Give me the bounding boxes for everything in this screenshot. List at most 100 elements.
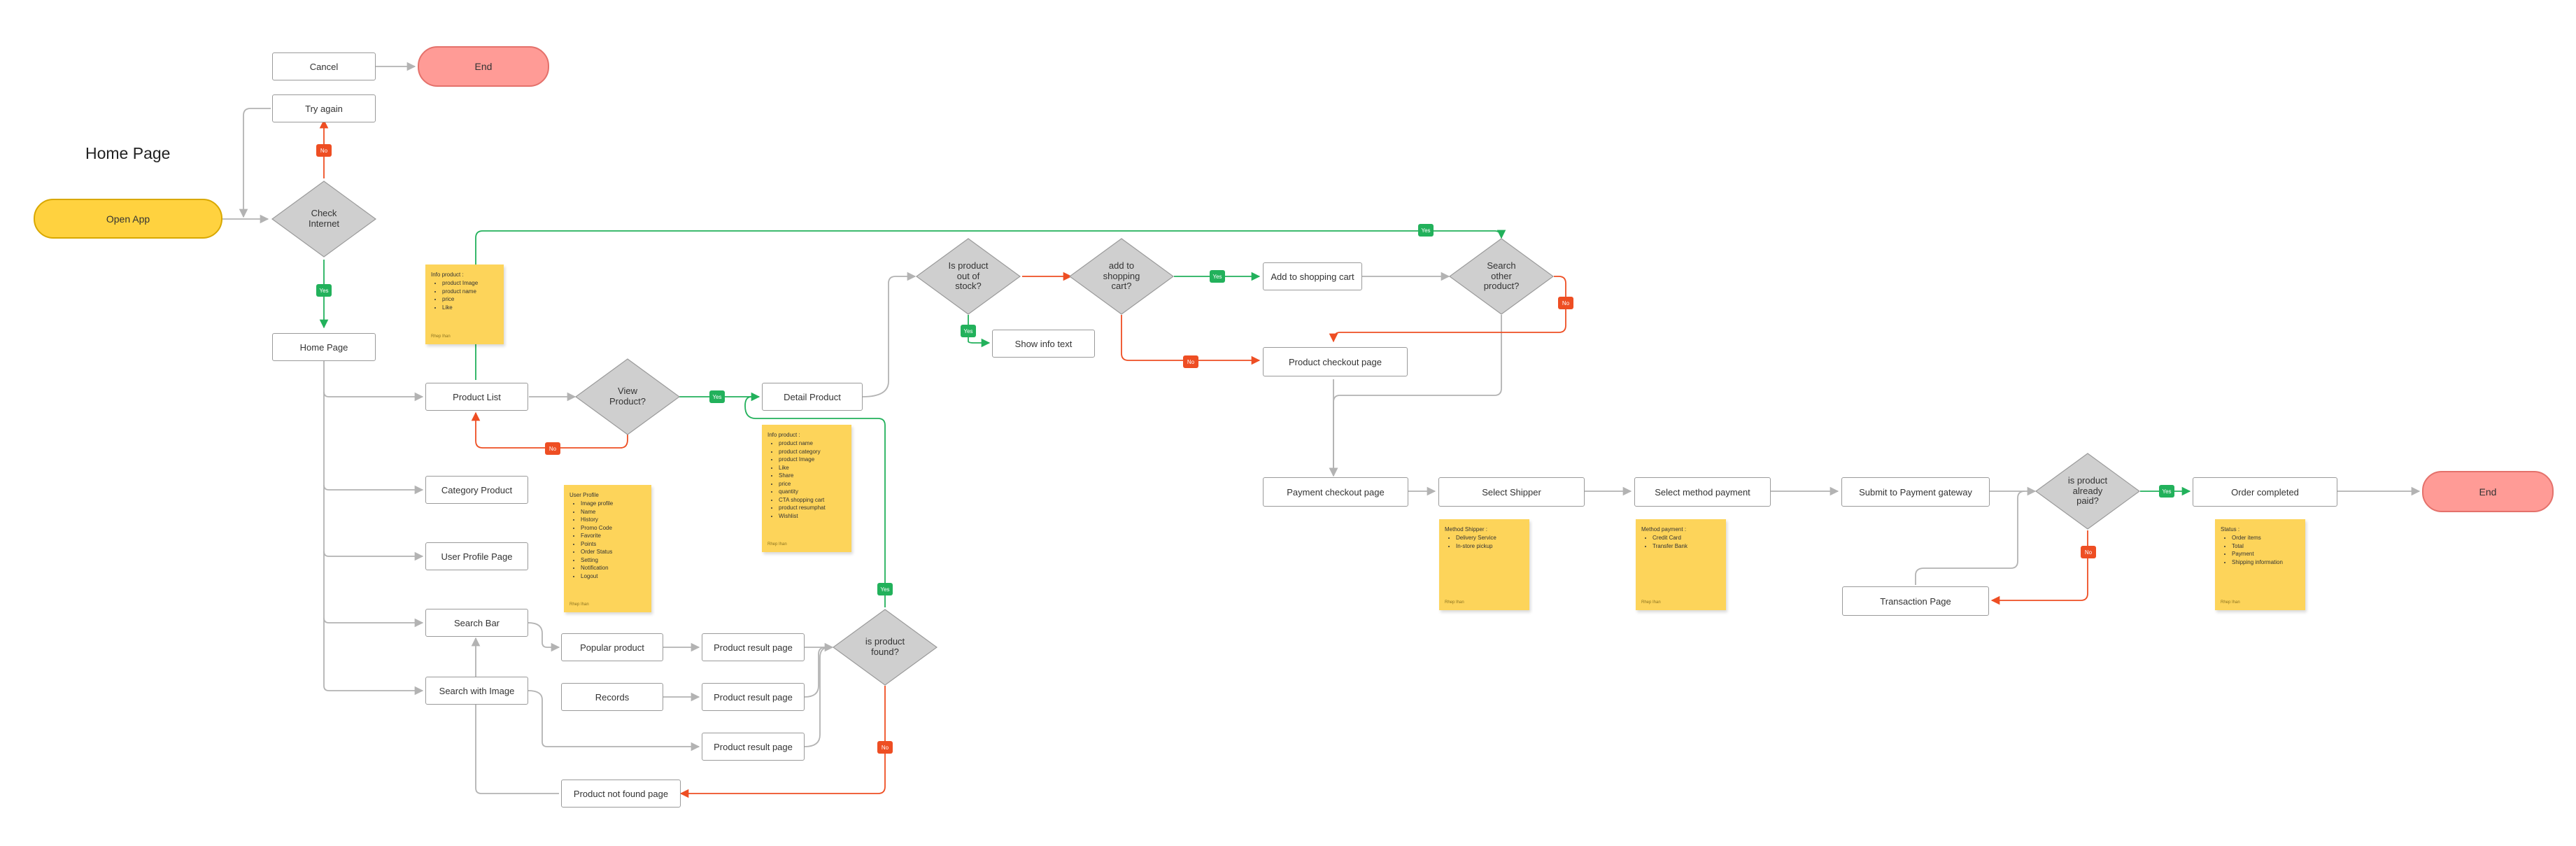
search-with-image-box: Search with Image: [425, 677, 528, 705]
cancel-box: Cancel: [272, 52, 376, 80]
yes-tag-add-to-cart: Yes: [1210, 270, 1225, 283]
sticky-item: Payment: [2232, 550, 2300, 558]
start-node: Open App: [34, 199, 222, 239]
yes-tag-search-other: Yes: [1418, 224, 1434, 237]
order-completed-box: Order completed: [2193, 477, 2337, 507]
sticky-title: Method payment :: [1641, 526, 1687, 533]
arrow-search-other-payment: [1329, 315, 1502, 477]
sticky-item: product Image: [442, 279, 498, 288]
sticky-item: Promo Code: [581, 524, 646, 533]
sticky-note-info-product-detail: Info product : product name product cate…: [762, 425, 851, 552]
decision-line: shopping: [1103, 270, 1140, 281]
sticky-title: Method Shipper :: [1445, 526, 1487, 533]
product-checkout-page-box: Product checkout page: [1263, 347, 1408, 376]
submit-payment-gateway-box: Submit to Payment gateway: [1841, 477, 1990, 507]
sticky-note-info-product: Info product : product Image product nam…: [425, 265, 504, 344]
search-bar-box: Search Bar: [425, 609, 528, 637]
try-again-box: Try again: [272, 94, 376, 122]
arrow-home-search-image: [323, 618, 424, 696]
no-tag-internet: No: [316, 144, 332, 157]
sticky-item: Image profile: [581, 500, 646, 508]
no-tag-product-found: No: [877, 741, 893, 754]
sticky-title: Info product :: [431, 272, 464, 278]
arrow-not-found-search: [471, 637, 559, 794]
sticky-item: price: [442, 295, 498, 304]
page-title: Home Page: [85, 144, 171, 162]
sticky-item: Wishlist: [779, 512, 846, 521]
decision-line: stock?: [955, 281, 982, 292]
arrow-try-again-loop: [239, 108, 271, 218]
sticky-author: Rhep Ihan: [569, 602, 589, 607]
sticky-item: Share: [779, 472, 846, 480]
decision-line: already: [2072, 485, 2103, 496]
decision-line: add to: [1108, 260, 1135, 271]
sticky-item: Logout: [581, 572, 646, 581]
product-result-page-box-1: Product result page: [702, 633, 805, 661]
sticky-note-user-profile: User Profile Image profile Name History …: [564, 485, 651, 612]
arrow-detail-out-of-stock: [862, 272, 917, 397]
decision-line: Is product: [948, 260, 989, 271]
sticky-item: Total: [2232, 542, 2300, 551]
sticky-item: Name: [581, 508, 646, 516]
sticky-author: Rhep Ihan: [1445, 600, 1464, 605]
detail-product-box: Detail Product: [762, 383, 863, 411]
home-page-box: Home Page: [272, 333, 376, 361]
no-tag-search-other: No: [1558, 297, 1573, 309]
sticky-item: History: [581, 516, 646, 524]
arrow-home-user-profile: [323, 485, 424, 561]
arrow-stock-yes: [968, 315, 991, 348]
sticky-item: In-store pickup: [1456, 542, 1524, 551]
sticky-author: Rhep Ihan: [1641, 600, 1661, 605]
arrow-cart-no: [1121, 315, 1261, 365]
sticky-item: product category: [779, 448, 846, 456]
sticky-title: Status :: [2221, 526, 2240, 533]
sticky-item: product name: [442, 288, 498, 296]
sticky-note-status: Status : Order items Total Payment Shipp…: [2215, 519, 2305, 610]
arrow-search-image-result: [528, 690, 700, 752]
arrow-search-popular: [528, 622, 560, 652]
no-tag-already-paid: No: [2081, 546, 2096, 558]
yes-tag-already-paid: Yes: [2159, 485, 2174, 498]
arrow-result-found-3: [804, 647, 830, 747]
decision-line: found?: [871, 647, 899, 657]
no-tag-add-to-cart: No: [1183, 355, 1198, 368]
sticky-item: price: [779, 480, 846, 488]
popular-product-box: Popular product: [561, 633, 663, 661]
decision-line: cart?: [1111, 281, 1132, 292]
arrow-view-to-found: [744, 396, 886, 607]
arrow-result-found-2: [804, 647, 826, 698]
arrow-search-other-no: [1329, 276, 1566, 343]
arrow-home-product-list: [323, 361, 424, 402]
arrow-transaction-gateway: [1915, 491, 2025, 585]
sticky-item: Points: [581, 540, 646, 549]
decision-line: Product?: [609, 396, 646, 407]
arrow-found-no: [679, 686, 886, 798]
yes-tag-out-of-stock: Yes: [961, 325, 976, 337]
decision-line: View: [618, 386, 637, 397]
sticky-note-method-shipper: Method Shipper : Delivery Service In-sto…: [1439, 519, 1529, 610]
sticky-title: Info product :: [767, 432, 800, 438]
decision-line: other: [1491, 270, 1512, 281]
no-tag-view-product: No: [545, 442, 560, 455]
decision-line: Internet: [308, 218, 340, 229]
category-product-box: Category Product: [425, 476, 528, 504]
decision-line: paid?: [2076, 495, 2099, 507]
sticky-item: CTA shopping cart: [779, 496, 846, 505]
sticky-title: User Profile: [569, 492, 599, 498]
decision-line: Search: [1487, 260, 1516, 271]
transaction-page-box: Transaction Page: [1842, 586, 1989, 616]
arrow-home-search-bar: [323, 551, 424, 628]
select-method-payment-box: Select method payment: [1634, 477, 1771, 507]
sticky-item: Shipping information: [2232, 558, 2300, 567]
arrow-paid-no: [1990, 530, 2088, 605]
product-list-box: Product List: [425, 383, 528, 411]
sticky-item: Setting: [581, 556, 646, 565]
sticky-item: Delivery Service: [1456, 534, 1524, 542]
